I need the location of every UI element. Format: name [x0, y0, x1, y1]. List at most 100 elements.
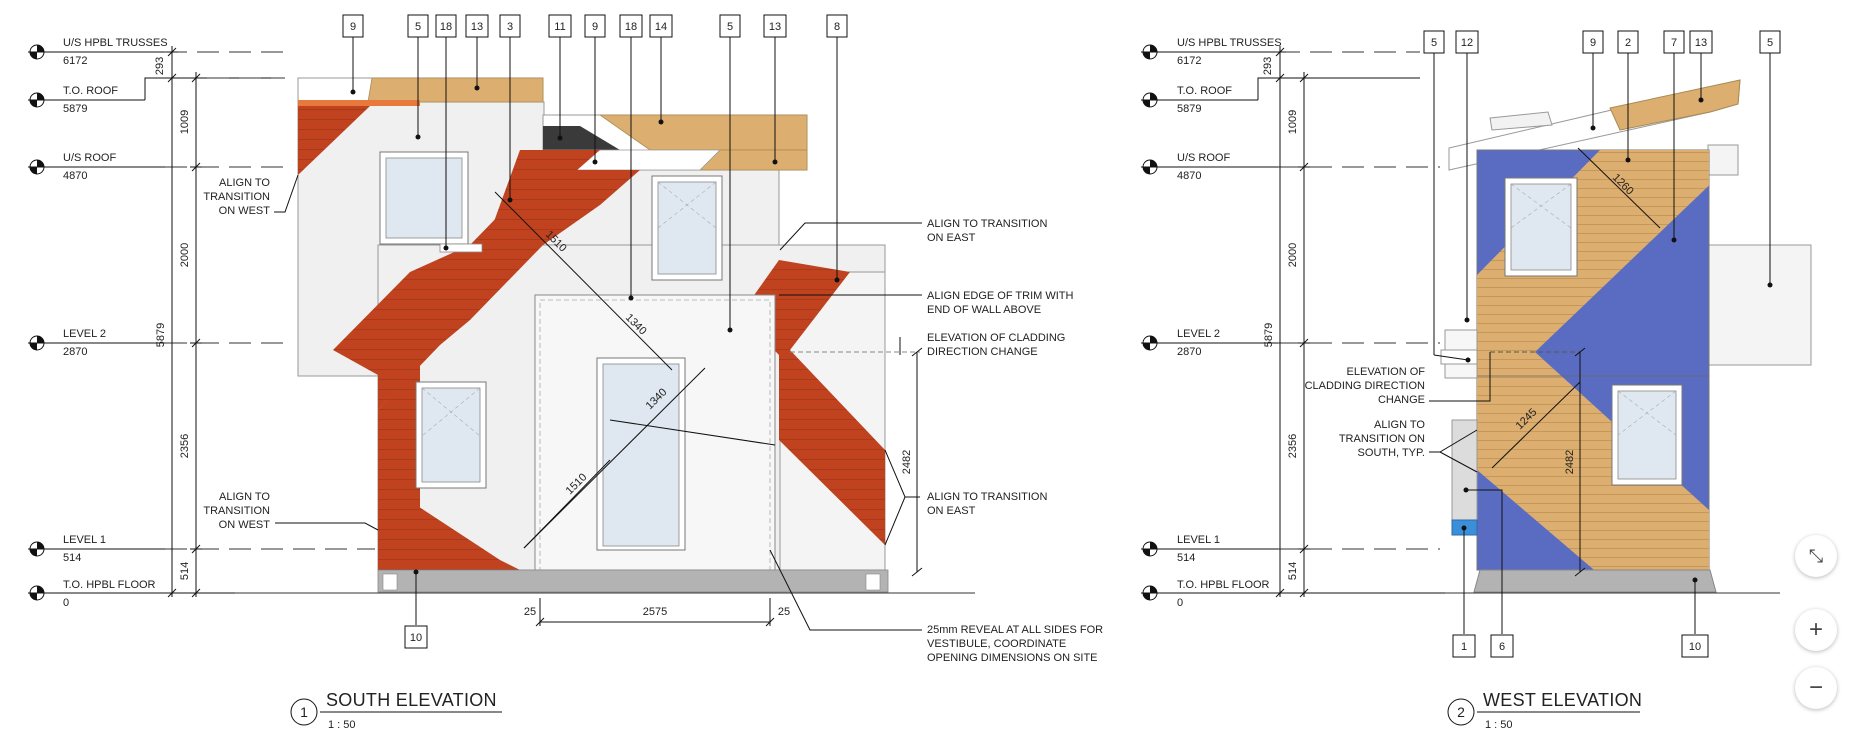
- south-note-align-trim: ALIGN EDGE OF TRIM WITH END OF WALL ABOV…: [779, 290, 1074, 316]
- level-name: U/S ROOF: [63, 152, 116, 164]
- svg-text:TRANSITION: TRANSITION: [203, 505, 270, 517]
- svg-text:ALIGN TO: ALIGN TO: [219, 177, 270, 189]
- south-dark-roof-detail: [543, 126, 620, 150]
- south-window-lower-left: [415, 381, 487, 489]
- level-value: 514: [63, 552, 81, 564]
- svg-text:VESTIBULE, COORDINATE: VESTIBULE, COORDINATE: [927, 638, 1066, 650]
- svg-text:LEVEL 1: LEVEL 1: [1177, 534, 1220, 546]
- west-level-1: LEVEL 1 514: [1141, 534, 1440, 564]
- svg-text:9: 9: [592, 21, 598, 33]
- plus-icon: +: [1808, 616, 1823, 643]
- title-number: 1: [300, 704, 308, 720]
- south-note-align-west-lower: ALIGN TO TRANSITION ON WEST: [203, 491, 379, 531]
- svg-text:5: 5: [727, 21, 733, 33]
- zoom-in-button[interactable]: +: [1795, 609, 1837, 651]
- svg-text:ON EAST: ON EAST: [927, 232, 976, 244]
- svg-text:ELEVATION OF: ELEVATION OF: [1347, 366, 1426, 378]
- svg-text:5879: 5879: [1263, 323, 1275, 347]
- west-roof-wood: [1609, 79, 1741, 131]
- tag: 6: [1463, 487, 1514, 658]
- west-vertical-dim-labels: 293 1009 2000 5879 2356 514: [1262, 57, 1299, 580]
- south-roof-trim: [298, 100, 420, 106]
- svg-text:2482: 2482: [901, 450, 913, 474]
- svg-text:10: 10: [1689, 641, 1701, 653]
- south-vestibule-reveal: [539, 299, 771, 571]
- tag: 18: [619, 14, 643, 301]
- svg-text:2000: 2000: [1287, 243, 1299, 267]
- svg-text:SOUTH, TYP.: SOUTH, TYP.: [1358, 447, 1425, 459]
- tag: 9: [584, 14, 606, 165]
- south-dim-2482: 2482: [901, 347, 923, 577]
- svg-text:ALIGN EDGE OF TRIM WITH: ALIGN EDGE OF TRIM WITH: [927, 290, 1074, 302]
- svg-text:11: 11: [554, 21, 565, 33]
- west-window-lower: [1611, 384, 1683, 486]
- south-top-tags: 9 5 18 13 3 11 9 18 14 5 13 8: [342, 14, 848, 333]
- west-vertical-dimensions: [1274, 46, 1310, 598]
- svg-text:1: 1: [1461, 641, 1467, 653]
- level-name: LEVEL 1: [63, 534, 106, 546]
- svg-text:4870: 4870: [1177, 170, 1201, 182]
- svg-text:ON EAST: ON EAST: [927, 505, 976, 517]
- svg-text:25: 25: [524, 606, 536, 618]
- tag: 1: [1452, 525, 1476, 658]
- level-value: 0: [63, 597, 69, 609]
- tag: 18: [435, 14, 457, 251]
- svg-text:514: 514: [1287, 562, 1299, 580]
- svg-text:OPENING DIMENSIONS ON SITE: OPENING DIMENSIONS ON SITE: [927, 652, 1098, 664]
- south-note-reveal: 25mm REVEAL AT ALL SIDES FOR VESTIBULE, …: [769, 549, 1103, 664]
- south-trim-sill: [439, 243, 483, 253]
- svg-text:CLADDING DIRECTION: CLADDING DIRECTION: [1305, 380, 1425, 392]
- zoom-out-button[interactable]: −: [1795, 667, 1837, 709]
- south-building: [235, 77, 975, 594]
- svg-text:6172: 6172: [1177, 55, 1201, 67]
- svg-text:13: 13: [769, 21, 781, 33]
- svg-text:2482: 2482: [1564, 450, 1576, 474]
- south-level-to-roof: T.O. ROOF 5879: [28, 77, 285, 115]
- west-level-us-roof: U/S ROOF 4870: [1141, 152, 1440, 182]
- south-diagonal-dimensions: [494, 191, 776, 549]
- south-red-band-corner: [298, 106, 370, 175]
- collapse-view-button[interactable]: ⤡: [1795, 535, 1837, 577]
- dim-label: 2356: [179, 434, 191, 458]
- south-note-align-east-lower: ALIGN TO TRANSITION ON EAST: [884, 449, 1047, 546]
- svg-text:U/S HPBL TRUSSES: U/S HPBL TRUSSES: [1177, 37, 1282, 49]
- west-note-cladding-change: ELEVATION OF CLADDING DIRECTION CHANGE: [1305, 351, 1580, 406]
- svg-text:U/S ROOF: U/S ROOF: [1177, 152, 1230, 164]
- svg-text:1009: 1009: [1287, 110, 1299, 134]
- west-level-floor: T.O. HPBL FLOOR 0: [1141, 579, 1445, 609]
- south-title-block: 1 SOUTH ELEVATION 1 : 50: [290, 690, 502, 731]
- south-level-uss-trusses: U/S HPBL TRUSSES 6172: [28, 37, 285, 67]
- south-level-us-roof: U/S ROOF 4870: [28, 152, 285, 182]
- south-vertical-dim-labels: 293 1009 2000 5879 2356 514: [154, 57, 191, 580]
- west-level-to-roof: T.O. ROOF 5879: [1141, 77, 1420, 115]
- level-name: LEVEL 2: [63, 328, 106, 340]
- svg-text:5: 5: [1431, 37, 1437, 49]
- south-red-band-upper: [333, 170, 640, 410]
- south-left-roof-wood: [367, 77, 544, 103]
- dim-label: 1009: [179, 110, 191, 134]
- south-foundation: [377, 569, 889, 593]
- tag: 13: [763, 14, 787, 165]
- svg-text:ALIGN TO TRANSITION: ALIGN TO TRANSITION: [927, 491, 1047, 503]
- title-number: 2: [1457, 704, 1465, 720]
- west-note-align-south: ALIGN TO TRANSITION ON SOUTH, TYP.: [1339, 419, 1478, 473]
- svg-text:5879: 5879: [1177, 103, 1201, 115]
- level-name: T.O. HPBL FLOOR: [63, 579, 156, 591]
- west-right-volume: [1707, 244, 1812, 366]
- dim-label: 2000: [179, 243, 191, 267]
- tag: 12: [1455, 30, 1479, 323]
- svg-text:12: 12: [1461, 37, 1473, 49]
- south-red-band-right: [740, 260, 885, 545]
- svg-text:8: 8: [834, 21, 840, 33]
- tag-label: 10: [410, 632, 422, 644]
- level-name: U/S HPBL TRUSSES: [63, 37, 168, 49]
- tag: 7: [1663, 30, 1685, 243]
- svg-text:514: 514: [1177, 552, 1195, 564]
- south-door-glass: [602, 363, 680, 547]
- svg-text:25: 25: [778, 606, 790, 618]
- svg-text:2: 2: [1625, 37, 1631, 49]
- level-name: T.O. ROOF: [63, 85, 118, 97]
- west-elevation: U/S HPBL TRUSSES 6172 T.O. ROOF 5879 U/S…: [1141, 30, 1812, 731]
- collapse-icon: ⤡: [1808, 545, 1824, 566]
- svg-text:TRANSITION: TRANSITION: [203, 191, 270, 203]
